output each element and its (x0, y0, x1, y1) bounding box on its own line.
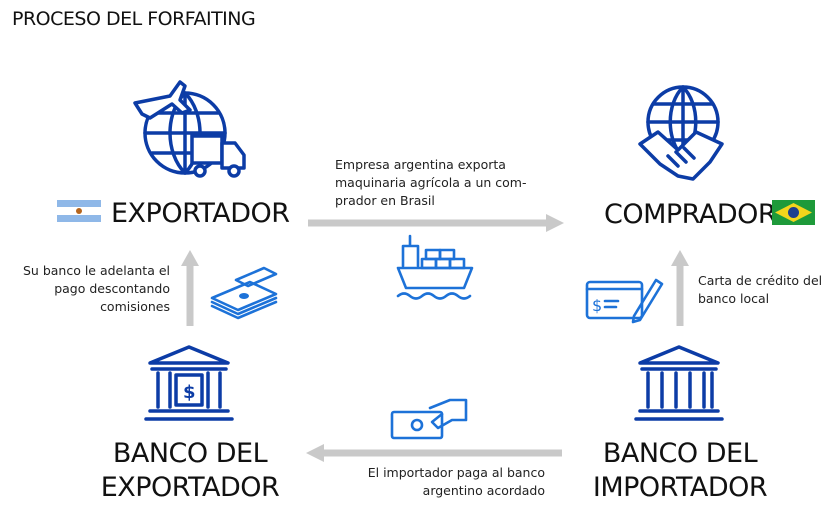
payment-arrow (306, 444, 562, 462)
text-line: pago descontando (54, 281, 170, 296)
globe-plane-truck-icon (133, 80, 246, 178)
export-description: Empresa argentina exporta maquinaria agr… (335, 156, 527, 210)
credit-description: Carta de crédito del banco local (698, 272, 822, 308)
text-line: BANCO DEL (602, 438, 758, 469)
text-line: prador en Brasil (335, 193, 435, 208)
globe-handshake-icon (638, 85, 724, 181)
text-line: Su banco le adelanta el (22, 263, 170, 278)
svg-text:$: $ (592, 296, 602, 315)
brazil-flag-icon (772, 200, 815, 225)
export-arrow (308, 214, 564, 232)
bank-exportador-icon: $ (144, 345, 234, 421)
comprador-label: COMPRADOR (604, 199, 777, 230)
money-stack-icon (210, 266, 278, 320)
text-line: IMPORTADOR (592, 472, 768, 503)
text-line: BANCO DEL (112, 438, 268, 469)
banco-exportador-label: BANCO DEL EXPORTADOR (90, 437, 290, 505)
text-line: El importador paga al banco (367, 465, 545, 480)
text-line: argentino acordado (422, 483, 545, 498)
hand-money-icon (390, 398, 468, 440)
cargo-ship-icon (396, 234, 474, 300)
text-line: banco local (698, 291, 770, 306)
text-line: Carta de crédito del (698, 273, 823, 288)
svg-text:$: $ (183, 382, 196, 403)
diagram-title: PROCESO DEL FORFAITING (12, 8, 256, 30)
advance-arrow (181, 250, 199, 326)
text-line: maquinaria agrícola a un com- (335, 175, 527, 190)
text-line: Empresa argentina exporta (335, 157, 506, 172)
argentina-flag-icon (57, 200, 101, 222)
exportador-label: EXPORTADOR (111, 198, 290, 229)
credit-arrow (671, 250, 689, 326)
cheque-pen-icon: $ (585, 278, 664, 324)
text-line: comisiones (100, 299, 170, 314)
banco-importador-label: BANCO DEL IMPORTADOR (580, 437, 780, 505)
bank-importador-icon (634, 345, 724, 421)
text-line: EXPORTADOR (100, 472, 280, 503)
payment-description: El importador paga al banco argentino ac… (368, 464, 545, 500)
advance-description: Su banco le adelanta el pago descontando… (23, 262, 170, 316)
